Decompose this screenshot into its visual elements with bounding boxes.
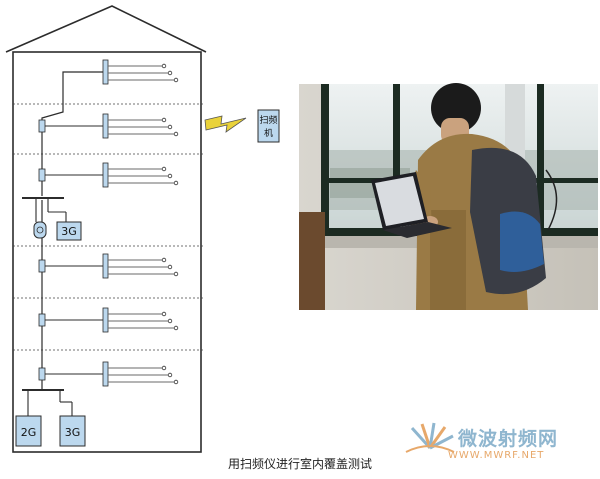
bottom-source-links <box>27 390 73 416</box>
antenna-icon <box>167 124 173 130</box>
antenna-icon <box>161 117 167 123</box>
lightning-icon <box>204 115 247 133</box>
building-roof <box>5 5 207 53</box>
laptop-icon <box>371 172 452 238</box>
scanner-box: 扫频 机 <box>257 109 280 143</box>
splitter-icon <box>102 307 109 333</box>
source-box-3g-bottom: 3G <box>59 415 86 447</box>
source-box-2g-bottom-label: 2G <box>21 426 37 439</box>
coupler-icon <box>38 259 46 273</box>
backpack-icon <box>470 147 558 295</box>
mid-source-group <box>35 198 67 222</box>
figure-caption: 用扫频仪进行室内覆盖测试 <box>227 457 372 471</box>
antenna-icon <box>173 77 179 83</box>
splitter-icon <box>102 113 109 139</box>
antenna-icon <box>173 131 179 137</box>
coupler-icon <box>38 367 46 381</box>
antenna-icon <box>167 173 173 179</box>
building-walls <box>12 51 202 453</box>
antenna-icon <box>161 166 167 172</box>
antenna-icon <box>161 365 167 371</box>
scanner-box-label-line-2: 机 <box>264 127 273 139</box>
antenna-icon <box>167 372 173 378</box>
coupler-icon <box>33 221 47 239</box>
antenna-icon <box>173 180 179 186</box>
watermark-site-name: 微波射频网 <box>458 428 559 450</box>
coupler-icon <box>38 119 46 133</box>
source-box-3g-mid: 3G <box>56 221 82 241</box>
building <box>5 5 207 453</box>
antenna-icon <box>161 311 167 317</box>
antenna-icon <box>167 264 173 270</box>
antenna-icon <box>161 63 167 69</box>
antenna-icon <box>173 271 179 277</box>
source-box-2g-bottom: 2G <box>15 415 42 447</box>
antenna-icon <box>167 70 173 76</box>
splitter-icon <box>102 59 109 85</box>
watermark-logo-icon <box>405 422 455 453</box>
antenna-icon <box>173 325 179 331</box>
splitter-icon <box>102 361 109 387</box>
antenna-icon <box>161 257 167 263</box>
photo-engineer-with-laptop <box>299 83 598 310</box>
desk <box>299 212 325 310</box>
splitter-icon <box>102 253 109 279</box>
scanner-box-label-line-1: 扫频 <box>259 114 277 126</box>
coupler-icon <box>38 168 46 182</box>
antenna-icon <box>167 318 173 324</box>
watermark-url: WWW.MWRF.NET <box>448 450 545 461</box>
source-box-3g-mid-label: 3G <box>61 225 77 238</box>
coupler-icon <box>38 313 46 327</box>
antenna-icon <box>173 379 179 385</box>
source-box-3g-bottom-label: 3G <box>65 426 81 439</box>
antenna-branches <box>38 59 179 387</box>
splitter-icon <box>102 162 109 188</box>
